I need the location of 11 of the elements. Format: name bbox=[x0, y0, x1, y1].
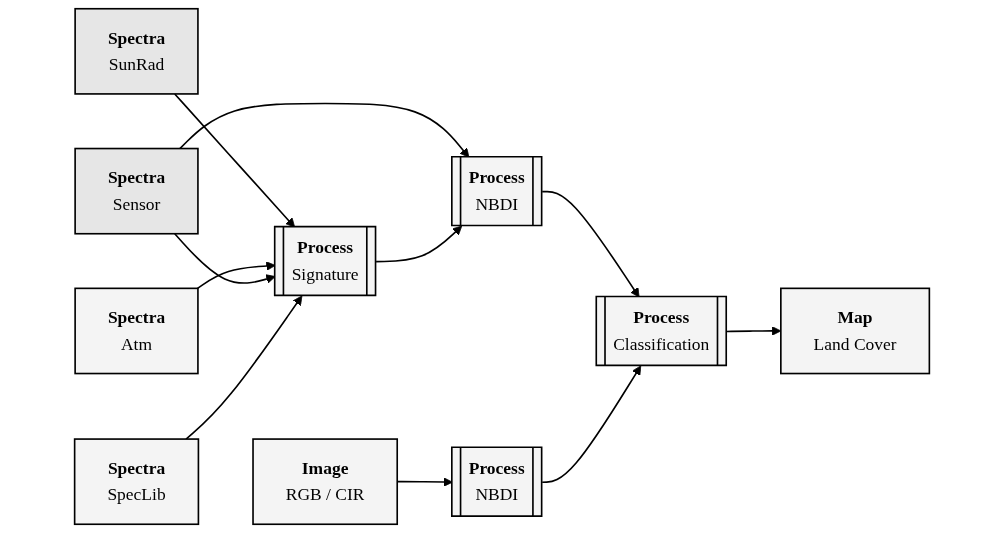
arrow bbox=[541, 365, 642, 484]
arrow bbox=[196, 261, 276, 290]
arrow bbox=[375, 225, 463, 263]
arrow bbox=[185, 295, 303, 440]
node-box: Spectra SunRad bbox=[74, 7, 199, 95]
node-box: Map Land Cover bbox=[780, 287, 931, 375]
arrow bbox=[173, 232, 276, 284]
node-box: Spectra Atm bbox=[74, 287, 199, 375]
node-box: Spectra Sensor bbox=[74, 147, 199, 235]
node-box: Spectra SpecLib bbox=[73, 438, 200, 526]
node-box: Image RGB / CIR bbox=[252, 438, 399, 526]
